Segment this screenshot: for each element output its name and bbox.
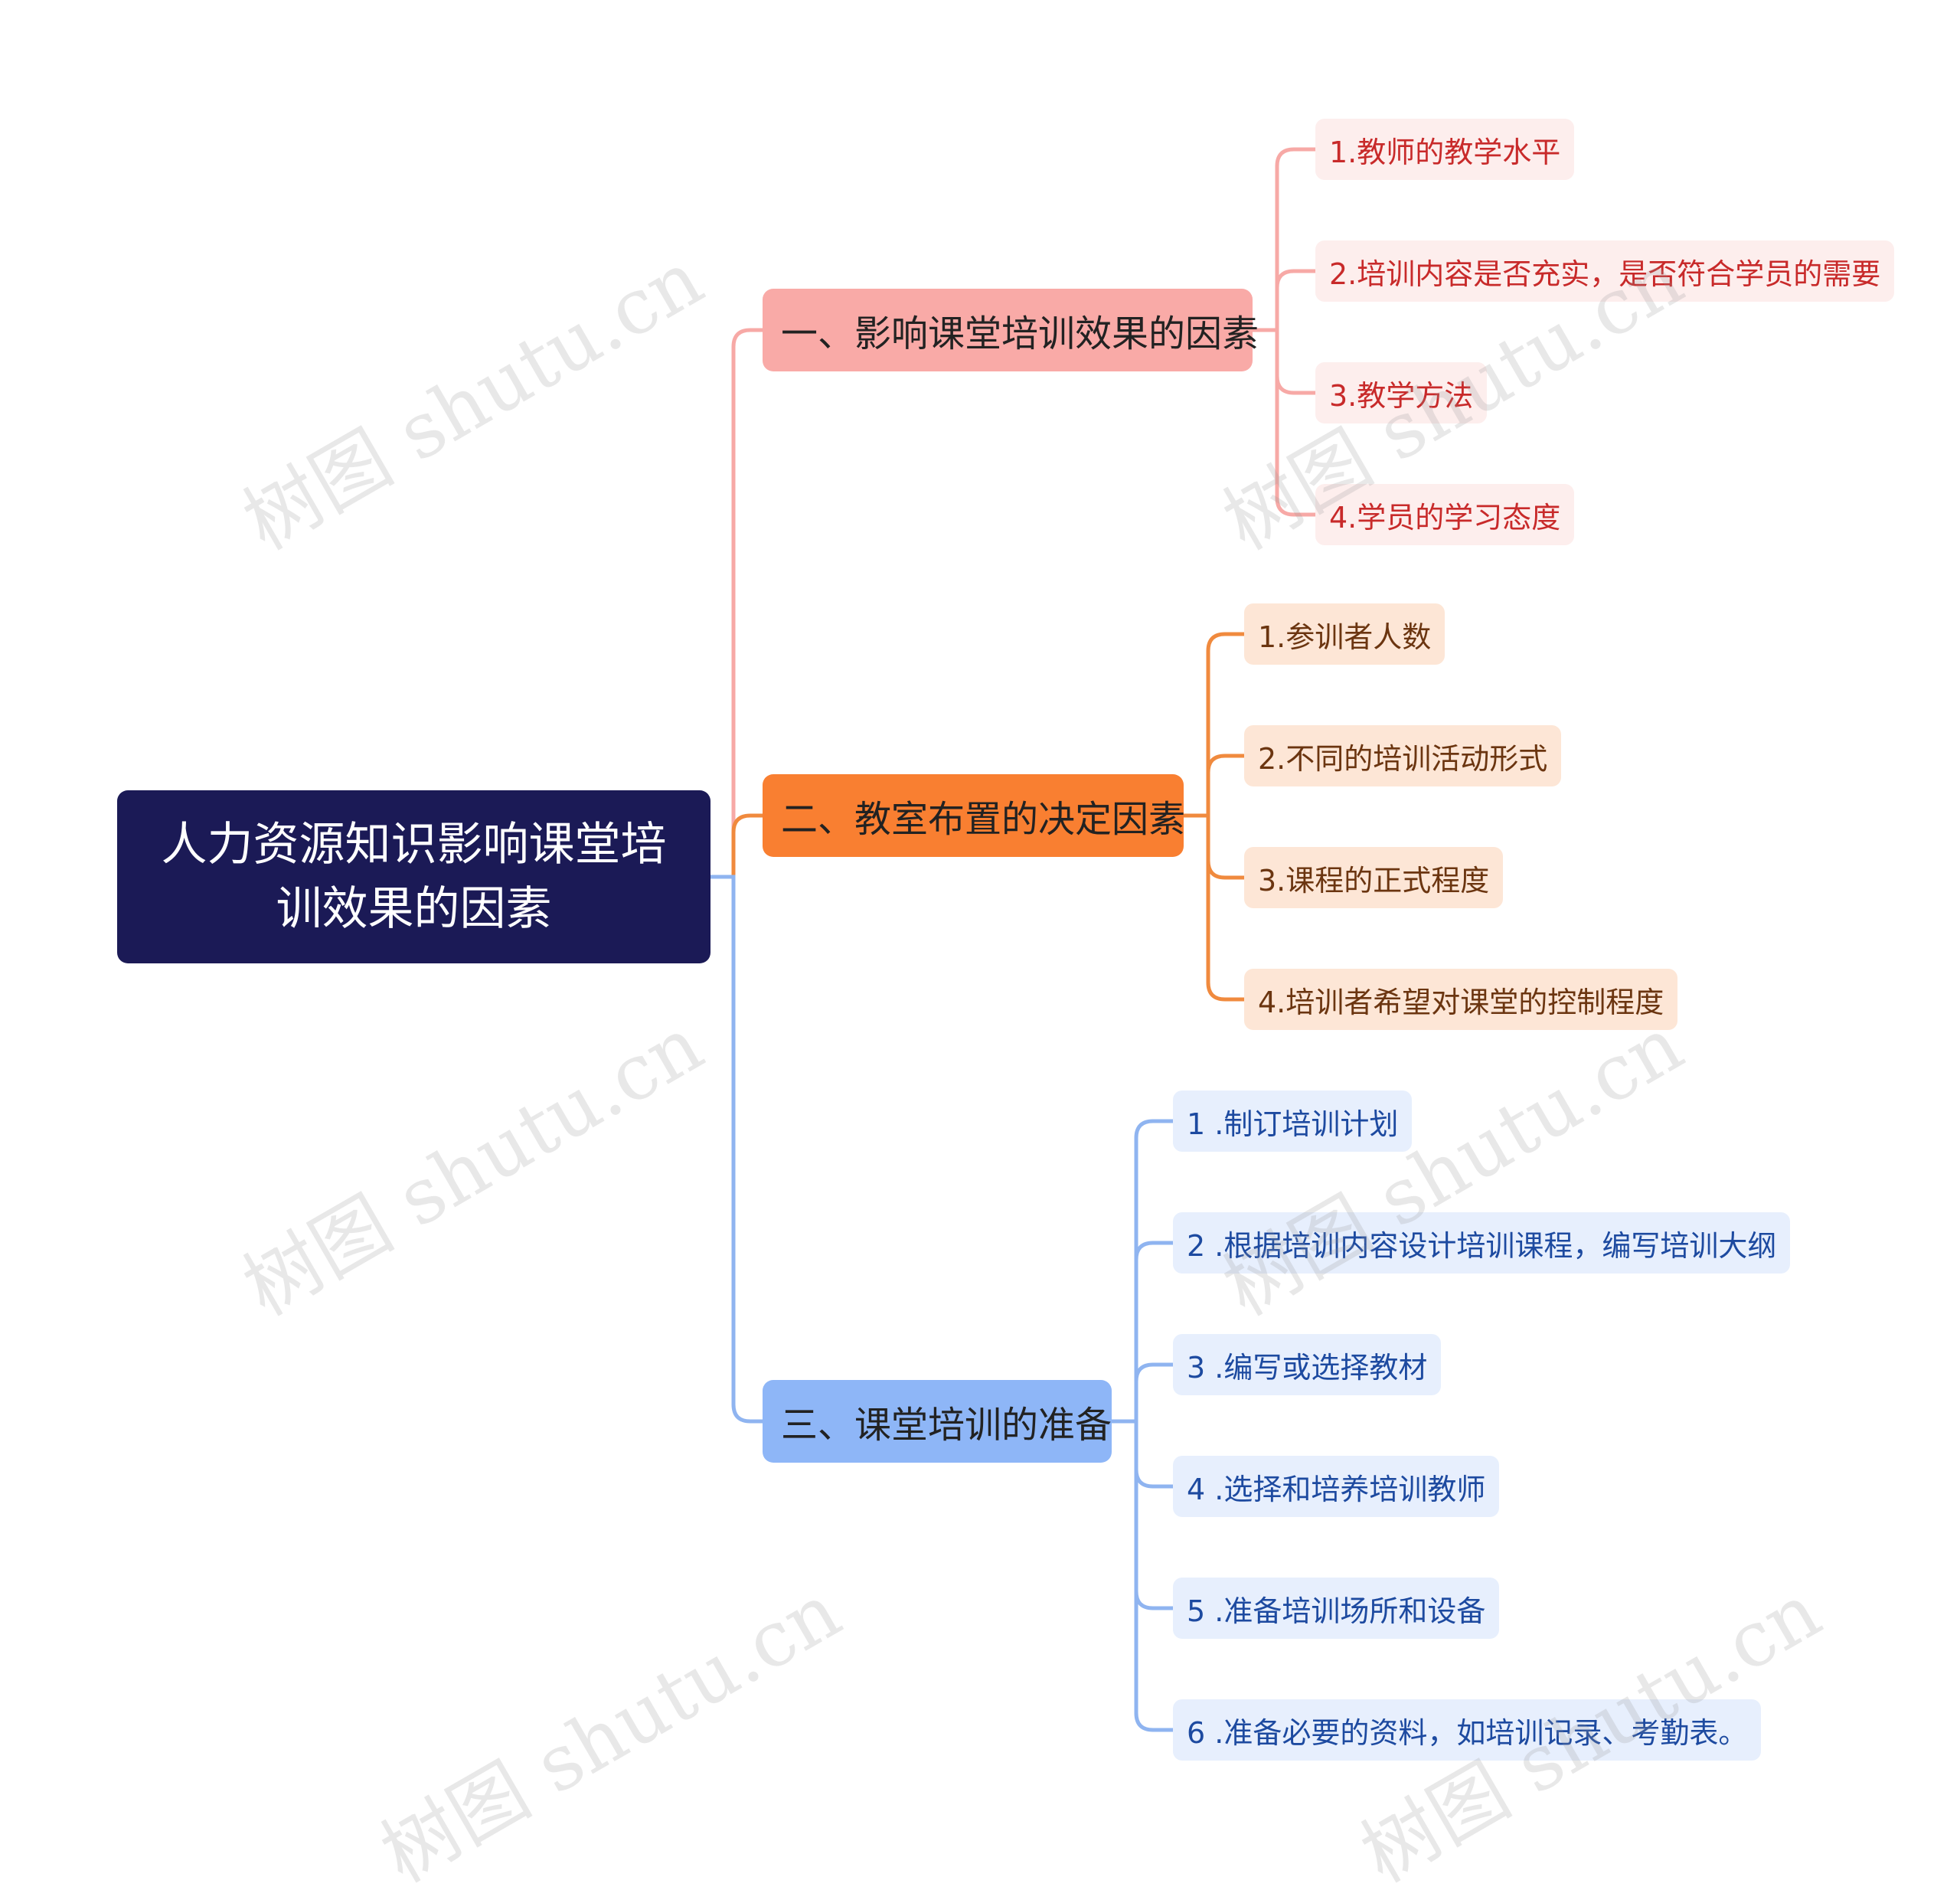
connector-line — [1112, 1419, 1173, 1732]
leaf-label: 3 .编写或选择教材 — [1187, 1350, 1428, 1385]
leaf-label: 1 .制订培训计划 — [1187, 1107, 1399, 1141]
leaf-label: 4.培训者希望对课堂的控制程度 — [1258, 985, 1664, 1019]
root-node[interactable]: 人力资源知识影响课堂培训效果的因素 — [117, 790, 710, 963]
connector-line — [1112, 1362, 1173, 1424]
connector-line — [710, 328, 763, 879]
root-node-label: 人力资源知识影响课堂培训效果的因素 — [161, 818, 667, 936]
branch-node-class-preparation[interactable]: 三、课堂培训的准备 — [763, 1380, 1112, 1463]
connector-line — [1112, 1119, 1173, 1424]
connector-line — [1112, 1241, 1173, 1424]
connector-line — [710, 875, 763, 1424]
connector-line — [1253, 328, 1315, 517]
connector-line — [1184, 632, 1244, 818]
connector-line — [1253, 328, 1315, 395]
connector-line — [1253, 269, 1315, 332]
leaf-node[interactable]: 3 .编写或选择教材 — [1173, 1334, 1442, 1395]
connector-line — [1253, 147, 1315, 332]
leaf-node[interactable]: 6 .准备必要的资料，如培训记录、考勤表。 — [1173, 1699, 1762, 1761]
leaf-label: 3.课程的正式程度 — [1258, 863, 1490, 898]
leaf-node[interactable]: 1.参训者人数 — [1244, 603, 1446, 665]
leaf-node[interactable]: 4 .选择和培养培训教师 — [1173, 1456, 1500, 1517]
leaf-node[interactable]: 4.学员的学习态度 — [1315, 484, 1575, 545]
leaf-label: 2.不同的培训活动形式 — [1258, 741, 1548, 776]
leaf-label: 1.参训者人数 — [1258, 620, 1432, 654]
leaf-label: 3.教学方法 — [1329, 378, 1474, 413]
leaf-label: 6 .准备必要的资料，如培训记录、考勤表。 — [1187, 1715, 1748, 1750]
branch-node-influence-factors[interactable]: 一、影响课堂培训效果的因素 — [763, 289, 1259, 371]
leaf-node[interactable]: 4.培训者希望对课堂的控制程度 — [1244, 969, 1678, 1030]
connector-line — [1112, 1419, 1173, 1489]
leaf-label: 4.学员的学习态度 — [1329, 500, 1561, 535]
leaf-node[interactable]: 2 .根据培训内容设计培训课程，编写培训大纲 — [1173, 1212, 1791, 1274]
leaf-label: 2.培训内容是否充实，是否符合学员的需要 — [1329, 257, 1881, 291]
leaf-label: 2 .根据培训内容设计培训课程，编写培训大纲 — [1187, 1228, 1777, 1263]
connector-line — [1184, 813, 1244, 1002]
leaf-label: 1.教师的教学水平 — [1329, 135, 1561, 169]
connector-line — [1184, 754, 1244, 818]
leaf-node[interactable]: 3.课程的正式程度 — [1244, 847, 1504, 908]
branch-label: 一、影响课堂培训效果的因素 — [781, 312, 1259, 355]
leaf-node[interactable]: 5 .准备培训场所和设备 — [1173, 1578, 1500, 1639]
leaf-node[interactable]: 2.培训内容是否充实，是否符合学员的需要 — [1315, 240, 1895, 302]
connector-line — [710, 813, 763, 879]
leaf-node[interactable]: 1.教师的教学水平 — [1315, 119, 1575, 180]
leaf-label: 4 .选择和培养培训教师 — [1187, 1472, 1486, 1506]
branch-node-classroom-layout[interactable]: 二、教室布置的决定因素 — [763, 774, 1186, 857]
branch-label: 三、课堂培训的准备 — [781, 1404, 1112, 1447]
leaf-node[interactable]: 3.教学方法 — [1315, 362, 1488, 423]
connector-line — [1184, 813, 1244, 880]
branch-label: 二、教室布置的决定因素 — [781, 798, 1186, 841]
connector-line — [1112, 1419, 1173, 1610]
leaf-node[interactable]: 2.不同的培训活动形式 — [1244, 725, 1562, 786]
leaf-node[interactable]: 1 .制订培训计划 — [1173, 1090, 1413, 1152]
leaf-label: 5 .准备培训场所和设备 — [1187, 1594, 1486, 1628]
